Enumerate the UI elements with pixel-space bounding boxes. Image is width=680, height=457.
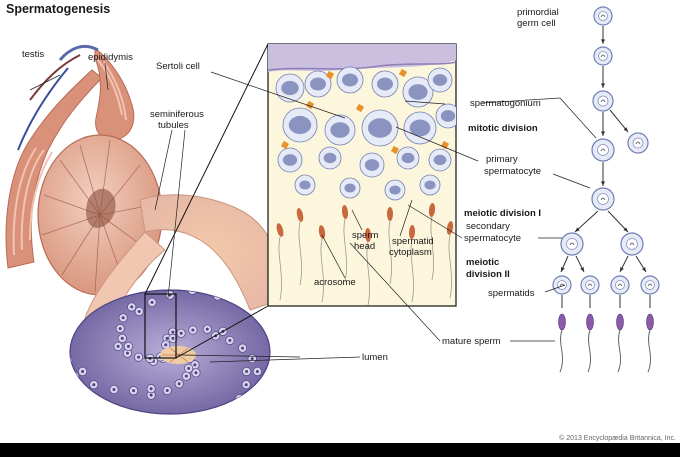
label-acrosome: acrosome	[314, 277, 356, 288]
leader-lines	[29, 62, 597, 363]
label-cytoplasm: cytoplasm	[389, 247, 432, 258]
label-spermatids: spermatids	[488, 288, 535, 299]
label-division-2: division II	[466, 269, 510, 280]
label-spermatocyte-1: spermatocyte	[484, 166, 541, 177]
label-primordial: primordial	[517, 7, 559, 18]
label-mature-sperm: mature sperm	[442, 336, 501, 347]
label-secondary: secondary	[466, 221, 510, 232]
spermatogenesis-stages	[552, 6, 660, 373]
epididymis-illustration	[5, 44, 135, 269]
label-spermatid: spermatid	[392, 236, 434, 247]
label-spermatocyte-2: spermatocyte	[464, 233, 521, 244]
label-seminiferous: seminiferous	[150, 109, 204, 120]
label-sertoli-cell: Sertoli cell	[156, 61, 200, 72]
label-spermatogonium: spermatogonium	[470, 98, 541, 109]
label-lumen: lumen	[362, 352, 388, 363]
footer-bar	[0, 443, 680, 457]
label-epididymis: epididymis	[88, 52, 133, 63]
diagram-title: Spermatogenesis	[6, 2, 110, 16]
label-mitotic-division: mitotic division	[468, 123, 538, 134]
label-sperm: sperm	[352, 230, 378, 241]
label-germ-cell: germ cell	[517, 18, 556, 29]
labels: testis epididymis seminiferous tubules S…	[22, 7, 559, 363]
label-tubules: tubules	[158, 120, 189, 131]
label-primary: primary	[486, 154, 518, 165]
label-testis: testis	[22, 49, 44, 60]
label-meiotic-division-1: meiotic division I	[464, 208, 541, 219]
label-head: head	[354, 241, 375, 252]
zoom-box	[144, 293, 177, 359]
label-meiotic: meiotic	[466, 257, 499, 268]
copyright-text: © 2013 Encyclopædia Britannica, Inc.	[559, 434, 676, 442]
magnified-inset	[267, 43, 457, 307]
